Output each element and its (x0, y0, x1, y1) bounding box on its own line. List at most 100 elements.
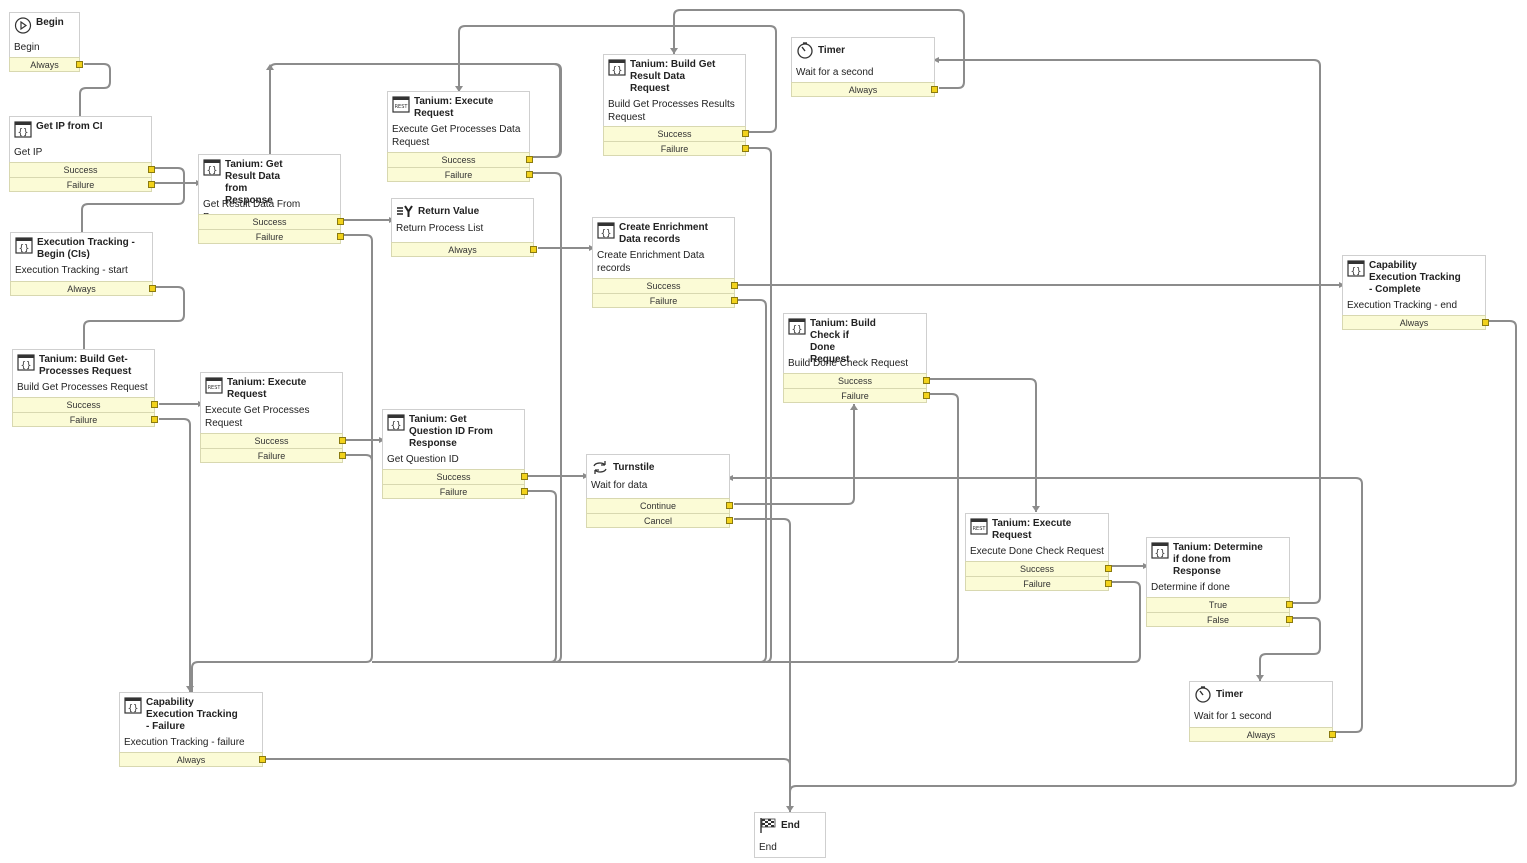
script-icon: {} (17, 354, 35, 371)
node-description: Execute Done Check Request (970, 546, 1104, 557)
port-connector[interactable] (521, 488, 528, 495)
node-turnstile[interactable]: Turnstile Wait for data Continue Cancel (586, 454, 733, 528)
port-failure[interactable]: Failure (603, 141, 749, 156)
node-capability-execution-tracking-complete[interactable]: {} Capability Execution Tracking - Compl… (1342, 255, 1489, 330)
port-failure[interactable]: Failure (12, 412, 158, 427)
port-connector[interactable] (151, 401, 158, 408)
port-connector[interactable] (923, 377, 930, 384)
port-success[interactable]: Success (9, 162, 155, 177)
node-execution-tracking-begin[interactable]: {} Execution Tracking - Begin (CIs) Exec… (10, 232, 156, 296)
node-create-enrichment-data-records[interactable]: {} Create Enrichment Data records Create… (592, 217, 738, 308)
svg-text:{}: {} (1351, 267, 1362, 277)
node-timer-wait-1-second[interactable]: Timer Wait for 1 second Always (1189, 681, 1336, 742)
port-connector[interactable] (742, 145, 749, 152)
port-connector[interactable] (1105, 565, 1112, 572)
node-title: Timer (1216, 689, 1244, 700)
port-failure[interactable]: Failure (592, 293, 738, 308)
port-failure[interactable]: Failure (200, 448, 346, 463)
port-connector[interactable] (151, 416, 158, 423)
port-connector[interactable] (530, 246, 537, 253)
port-cancel[interactable]: Cancel (586, 513, 733, 528)
port-success[interactable]: Success (965, 561, 1112, 576)
port-success[interactable]: Success (387, 152, 533, 167)
port-success[interactable]: Success (603, 126, 749, 141)
port-always[interactable]: Always (9, 57, 83, 72)
port-connector[interactable] (1482, 319, 1489, 326)
timer-icon (1195, 686, 1211, 703)
node-return-value[interactable]: Return Value Return Process List Always (391, 198, 537, 257)
port-success[interactable]: Success (382, 469, 528, 484)
port-connector[interactable] (339, 452, 346, 459)
node-execute-done-check-request[interactable]: REST Tanium: Execute Request Execute Don… (965, 513, 1112, 591)
node-description: Begin (14, 42, 40, 53)
port-connector[interactable] (742, 130, 749, 137)
port-connector[interactable] (148, 166, 155, 173)
port-success[interactable]: Success (783, 373, 930, 388)
port-connector[interactable] (259, 756, 266, 763)
node-execute-get-processes-request[interactable]: REST Tanium: Execute Request Execute Get… (200, 372, 346, 463)
node-get-ip-from-ci[interactable]: {} Get IP from CI Get IP Success Failure (9, 116, 155, 192)
port-connector[interactable] (526, 171, 533, 178)
port-connector[interactable] (337, 218, 344, 225)
port-connector[interactable] (339, 437, 346, 444)
port-connector[interactable] (76, 61, 83, 68)
node-description: Wait for 1 second (1194, 711, 1272, 722)
node-get-question-id-from-response[interactable]: {} Tanium: Get Question ID From Response… (382, 409, 528, 499)
node-description: Build Get Processes Results Request (608, 99, 735, 123)
node-build-check-if-done-request[interactable]: {} Tanium: Build Check if Done Request B… (783, 313, 930, 403)
port-always[interactable]: Always (1189, 727, 1336, 742)
svg-text:REST: REST (973, 526, 987, 532)
port-connector[interactable] (148, 181, 155, 188)
port-connector[interactable] (923, 392, 930, 399)
port-connector[interactable] (521, 473, 528, 480)
port-failure[interactable]: Failure (387, 167, 533, 182)
port-false[interactable]: False (1146, 612, 1293, 627)
svg-text:REST: REST (208, 385, 222, 391)
port-always[interactable]: Always (119, 752, 266, 767)
rest-icon: REST (392, 96, 410, 113)
port-failure[interactable]: Failure (9, 177, 155, 192)
node-determine-if-done-from-response[interactable]: {} Tanium: Determine if done from Respon… (1146, 537, 1293, 627)
node-title: Capability Execution Tracking - Complete (1369, 260, 1461, 295)
port-success[interactable]: Success (198, 214, 344, 229)
port-connector[interactable] (337, 233, 344, 240)
node-execute-get-processes-data-request[interactable]: REST Tanium: Execute Request Execute Get… (387, 91, 533, 182)
port-connector[interactable] (1105, 580, 1112, 587)
port-connector[interactable] (726, 517, 733, 524)
port-failure[interactable]: Failure (198, 229, 344, 244)
port-failure[interactable]: Failure (783, 388, 930, 403)
node-capability-execution-tracking-failure[interactable]: {} Capability Execution Tracking - Failu… (119, 692, 266, 767)
port-connector[interactable] (931, 86, 938, 93)
port-always[interactable]: Always (791, 82, 938, 97)
port-continue[interactable]: Continue (586, 498, 733, 513)
port-connector[interactable] (731, 282, 738, 289)
node-build-get-result-data-request[interactable]: {} Tanium: Build Get Result Data Request… (603, 54, 749, 156)
port-connector[interactable] (526, 156, 533, 163)
node-end[interactable]: End End (754, 812, 826, 858)
port-success[interactable]: Success (592, 278, 738, 293)
node-build-get-processes-request[interactable]: {} Tanium: Build Get-Processes Request B… (12, 349, 158, 427)
node-get-result-data-from-response[interactable]: {} Tanium: Get Result Data from Response… (198, 154, 344, 244)
port-connector[interactable] (1286, 601, 1293, 608)
port-success[interactable]: Success (12, 397, 158, 412)
port-connector[interactable] (731, 297, 738, 304)
node-description: Create Enrichment Data records (597, 250, 705, 274)
port-connector[interactable] (1329, 731, 1336, 738)
port-connector[interactable] (726, 502, 733, 509)
node-description: Execute Get Processes Request (205, 405, 310, 429)
script-icon: {} (203, 159, 221, 176)
port-always[interactable]: Always (1342, 315, 1489, 330)
node-description: Build Done Check Request (788, 358, 909, 369)
node-title: Capability Execution Tracking - Failure (146, 697, 238, 732)
node-begin[interactable]: Begin Begin Always (9, 12, 83, 72)
port-failure[interactable]: Failure (965, 576, 1112, 591)
port-true[interactable]: True (1146, 597, 1293, 612)
node-timer-wait-a-second[interactable]: Timer Wait for a second Always (791, 37, 938, 97)
port-success[interactable]: Success (200, 433, 346, 448)
port-connector[interactable] (1286, 616, 1293, 623)
port-always[interactable]: Always (391, 242, 537, 257)
port-connector[interactable] (149, 285, 156, 292)
port-always[interactable]: Always (10, 281, 156, 296)
port-failure[interactable]: Failure (382, 484, 528, 499)
